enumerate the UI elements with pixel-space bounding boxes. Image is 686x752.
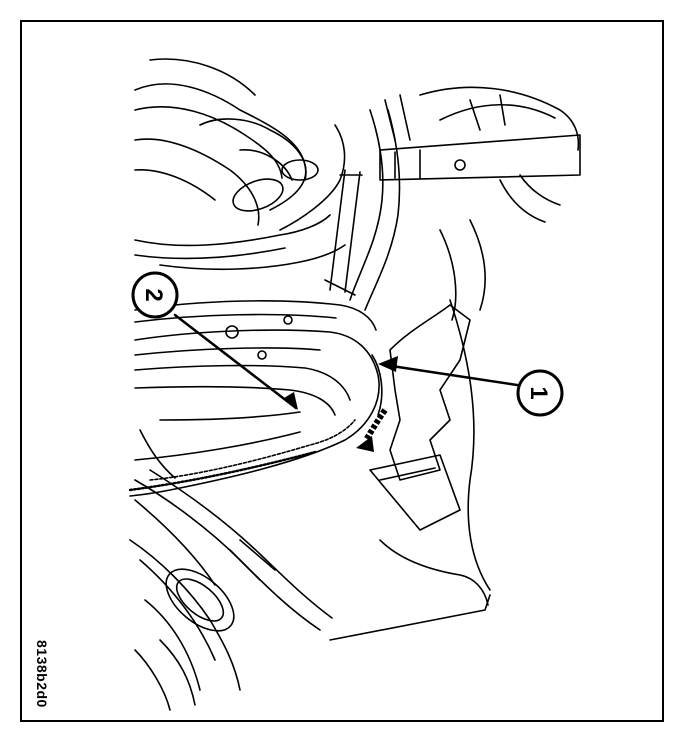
arrow-head-1 — [378, 356, 398, 372]
callout-1: 1 — [516, 369, 564, 417]
leader-line-1 — [383, 363, 519, 387]
callout-2-label: 2 — [140, 288, 167, 301]
callout-1-label: 1 — [525, 386, 552, 399]
upper-hose-assembly — [134, 58, 346, 271]
diagram-frame — [20, 20, 664, 722]
callout-2: 2 — [131, 271, 179, 319]
lower-housing — [329, 219, 491, 641]
upper-bracket — [349, 86, 581, 311]
leader-line-2 — [173, 313, 298, 410]
figure-id: 8138b2d0 — [34, 640, 50, 708]
lower-hose-assembly — [129, 429, 333, 711]
support-rod — [324, 169, 363, 296]
arrow-head-2 — [284, 392, 298, 410]
rotation-arrow-icon — [356, 408, 388, 452]
air-duct — [128, 329, 383, 497]
duct-clamp-ring — [134, 300, 377, 360]
